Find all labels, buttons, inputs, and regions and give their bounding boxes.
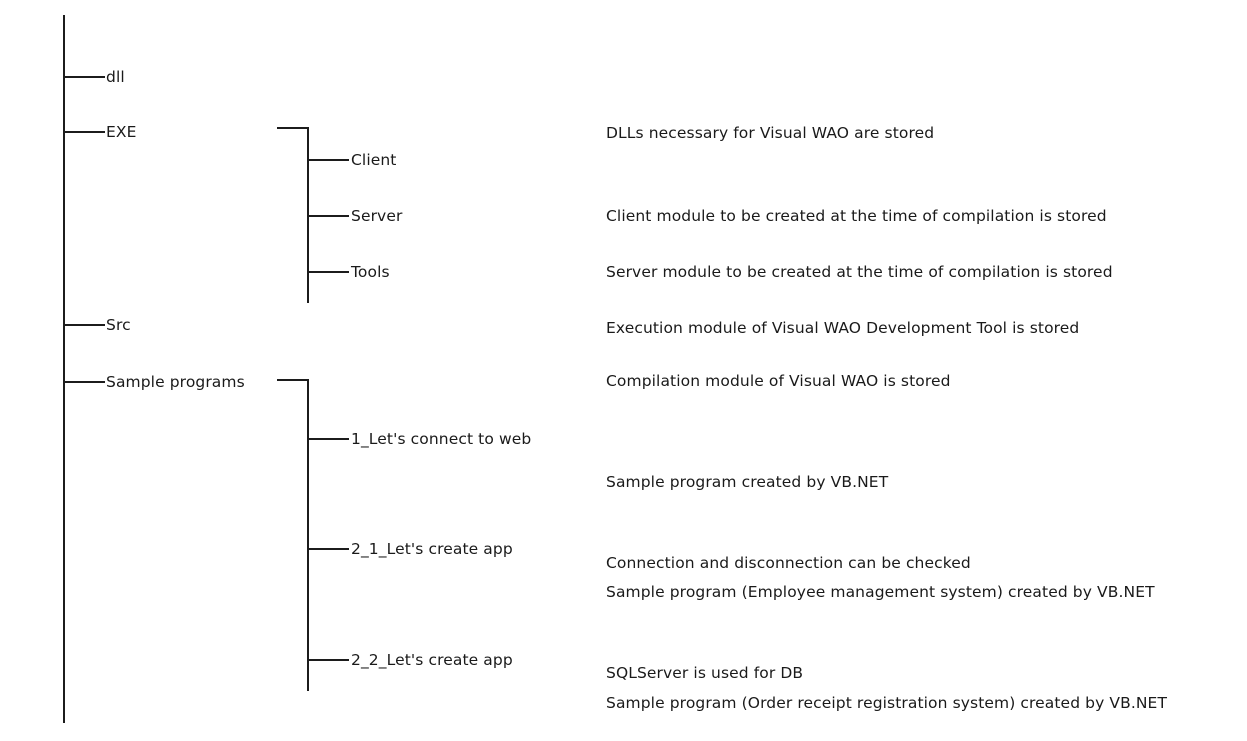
description-line: Client module to be created at the time … [606,207,1107,225]
description-line: Server module to be created at the time … [606,263,1113,281]
sample-programs-subtree-spine [307,379,309,691]
connector-exe-subtree [277,127,309,129]
node-label-tools: Tools [351,263,390,281]
node-label-client: Client [351,151,397,169]
description-server: Server module to be created at the time … [606,205,1113,340]
description-line: SQLServer is used for DB [606,664,804,682]
description-line: Sample program (Employee management syst… [606,583,1155,601]
connector-sample-programs [63,381,105,383]
connector-client [307,159,349,161]
connector-sample-programs-subtree [277,379,309,381]
connector-server [307,215,349,217]
description-line: Connection and disconnection can be chec… [606,554,971,572]
node-label-sample-2-1: 2_1_Let's create app [351,540,513,558]
node-label-sample-2-2: 2_2_Let's create app [351,651,513,669]
description-dll: DLLs necessary for Visual WAO are stored [606,66,934,201]
connector-sample-2-2 [307,659,349,661]
root-trunk-line [63,15,65,723]
description-line: Compilation module of Visual WAO is stor… [606,372,951,390]
connector-tools [307,271,349,273]
description-line: Sample program created by VB.NET [606,473,889,491]
node-label-sample-programs: Sample programs [106,373,245,391]
description-client: Client module to be created at the time … [606,149,1107,284]
connector-src [63,324,105,326]
description-sample-1: Sample program created by VB.NET Connect… [606,415,971,631]
connector-exe [63,131,105,133]
connector-dll [63,76,105,78]
node-label-sample-1: 1_Let's connect to web [351,430,532,448]
node-label-src: Src [106,316,131,334]
description-sample-2-2: Sample program (Order receipt registrati… [606,636,1167,741]
description-line: Execution module of Visual WAO Developme… [606,319,1080,337]
description-line: Sample program (Order receipt registrati… [606,694,1168,712]
node-label-exe: EXE [106,123,137,141]
node-label-server: Server [351,207,403,225]
connector-sample-2-1 [307,548,349,550]
description-line: DLLs necessary for Visual WAO are stored [606,124,935,142]
description-sample-2-1: Sample program (Employee management syst… [606,525,1155,741]
connector-sample-1 [307,438,349,440]
description-tools: Execution module of Visual WAO Developme… [606,261,1079,396]
description-src: Compilation module of Visual WAO is stor… [606,314,951,449]
node-label-dll: dll [106,68,125,86]
